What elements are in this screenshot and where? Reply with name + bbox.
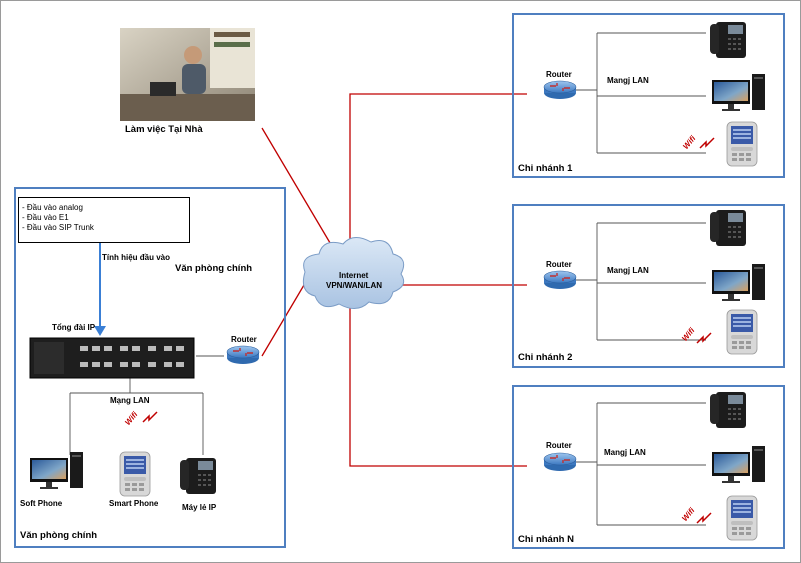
main-office-box <box>14 187 286 548</box>
main-office-lan <box>69 355 224 455</box>
branch-n-lan <box>560 402 706 526</box>
smart-phone-label: Smart Phone <box>109 499 159 508</box>
internet-label: Internet <box>339 271 369 280</box>
branch-1-box <box>512 13 785 178</box>
ip-pbx <box>29 337 195 379</box>
branch-n-lan-label: Mangj LAN <box>604 448 646 457</box>
branch-2-lan <box>560 222 706 341</box>
internet-sublabel: VPN/WAN/LAN <box>326 281 382 290</box>
branch-n-box <box>512 385 785 549</box>
input-e1: - Đầu vào E1 <box>22 213 69 222</box>
signal-arrow-head <box>94 326 106 336</box>
branch-2-router-label: Router <box>546 260 572 269</box>
branch-1-lan-label: Mangj LAN <box>607 76 649 85</box>
input-sources-box: - Đầu vào analog - Đầu vào E1 - Đầu vào … <box>18 197 190 243</box>
branch-2-lan-label: Mangj LAN <box>607 266 649 275</box>
branch-2-title: Chi nhánh 2 <box>518 352 573 363</box>
pbx-label: Tổng đài IP <box>52 323 96 332</box>
branch-2-box <box>512 204 785 368</box>
branch-1-router-label: Router <box>546 70 572 79</box>
branch-n-title: Chi nhánh N <box>518 534 574 545</box>
input-analog: - Đầu vào analog <box>22 203 83 212</box>
soft-phone-label: Soft Phone <box>20 499 63 508</box>
branch-1-lan <box>560 32 706 154</box>
ip-phone-label: Máy lẻ IP <box>182 503 217 512</box>
home-worker-photo <box>120 28 255 121</box>
main-lan-label: Mạng LAN <box>110 396 150 405</box>
home-label: Làm việc Tại Nhà <box>125 124 203 135</box>
branch-n-router-label: Router <box>546 441 572 450</box>
main-office-inner-title: Văn phòng chính <box>175 263 253 274</box>
branch-1-title: Chi nhánh 1 <box>518 163 573 174</box>
signal-label: Tính hiệu đầu vào <box>102 253 171 262</box>
main-office-bottom-title: Văn phòng chính <box>20 530 98 541</box>
internet-cloud <box>302 237 405 309</box>
main-router-label: Router <box>231 335 257 344</box>
wan-links <box>261 93 527 467</box>
input-sip-trunk: - Đầu vào SIP Trunk <box>22 223 94 232</box>
